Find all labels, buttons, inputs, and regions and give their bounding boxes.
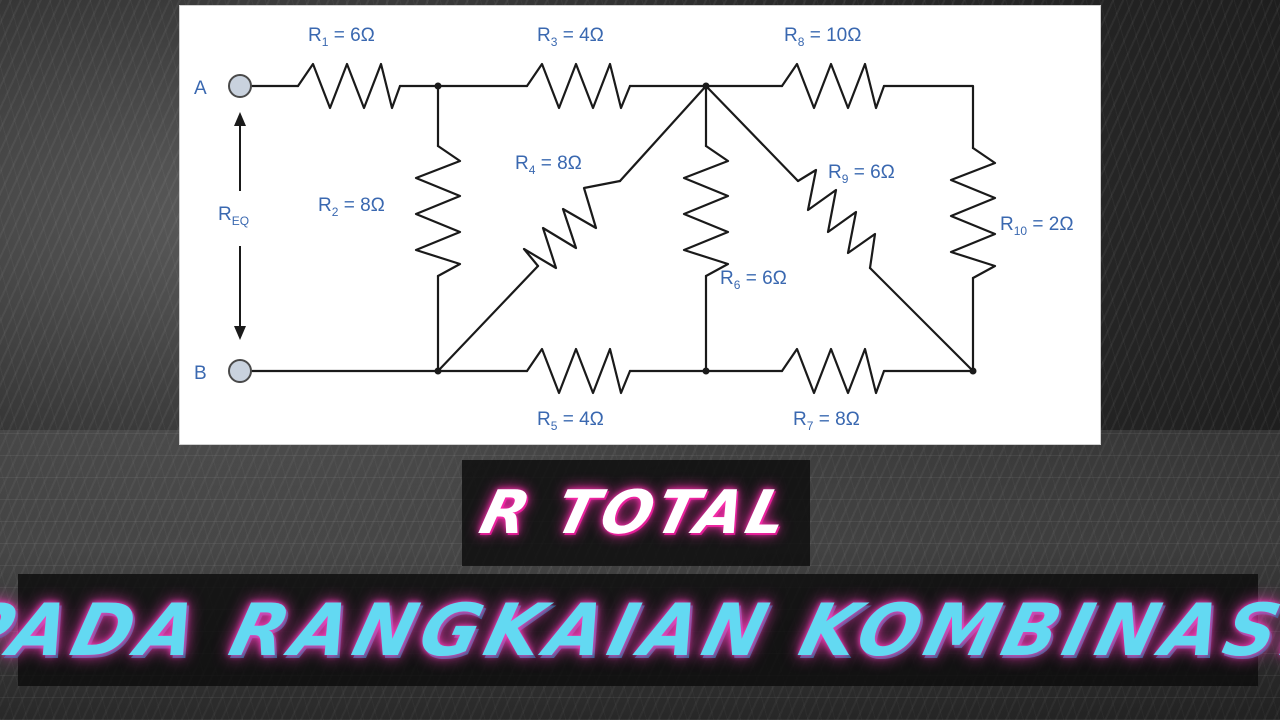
r1-label: R1 = 6Ω	[308, 25, 375, 49]
circuit-diagram-panel: A B REQ R1 = 6Ω R2 = 8Ω R3 = 4Ω R4 = 8Ω …	[179, 5, 1101, 445]
resistor-r10-symbol	[949, 146, 997, 280]
resistor-r8-symbol	[780, 62, 886, 110]
resistor-r9-symbol	[796, 168, 877, 270]
r6-label: R6 = 6Ω	[720, 268, 787, 292]
title-banner-top: R TOTAL	[462, 460, 810, 566]
r5-label: R5 = 4Ω	[537, 409, 604, 433]
terminal-b-label: B	[194, 363, 207, 384]
resistor-r7-symbol	[780, 347, 886, 395]
circuit-diagram: A B REQ R1 = 6Ω R2 = 8Ω R3 = 4Ω R4 = 8Ω …	[194, 25, 1074, 433]
r3-label: R3 = 4Ω	[537, 25, 604, 49]
resistor-r5-symbol	[525, 347, 632, 395]
resistor-r4-symbol	[522, 179, 622, 270]
terminal-b	[228, 359, 252, 383]
r9-label: R9 = 6Ω	[828, 162, 895, 186]
req-label: REQ	[218, 204, 249, 228]
resistor-r1-symbol	[296, 62, 402, 110]
resistor-r2-symbol	[414, 144, 462, 278]
r10-label: R10 = 2Ω	[1000, 214, 1074, 238]
r4-label: R4 = 8Ω	[515, 153, 582, 177]
circuit-wires	[250, 84, 975, 373]
resistor-r3-symbol	[525, 62, 632, 110]
title-line-2: PADA RANGKAIAN KOMBINASI	[0, 588, 1280, 672]
resistor-r6-symbol	[682, 144, 730, 278]
r7-label: R7 = 8Ω	[793, 409, 860, 433]
junction-nodes	[434, 82, 977, 375]
title-banner-bottom: PADA RANGKAIAN KOMBINASI	[0, 574, 1280, 686]
title-line-1: R TOTAL	[473, 478, 799, 548]
r8-label: R8 = 10Ω	[784, 25, 861, 49]
terminal-a	[228, 74, 252, 98]
r2-label: R2 = 8Ω	[318, 195, 385, 219]
terminal-a-label: A	[194, 78, 207, 99]
req-arrow	[234, 112, 246, 340]
